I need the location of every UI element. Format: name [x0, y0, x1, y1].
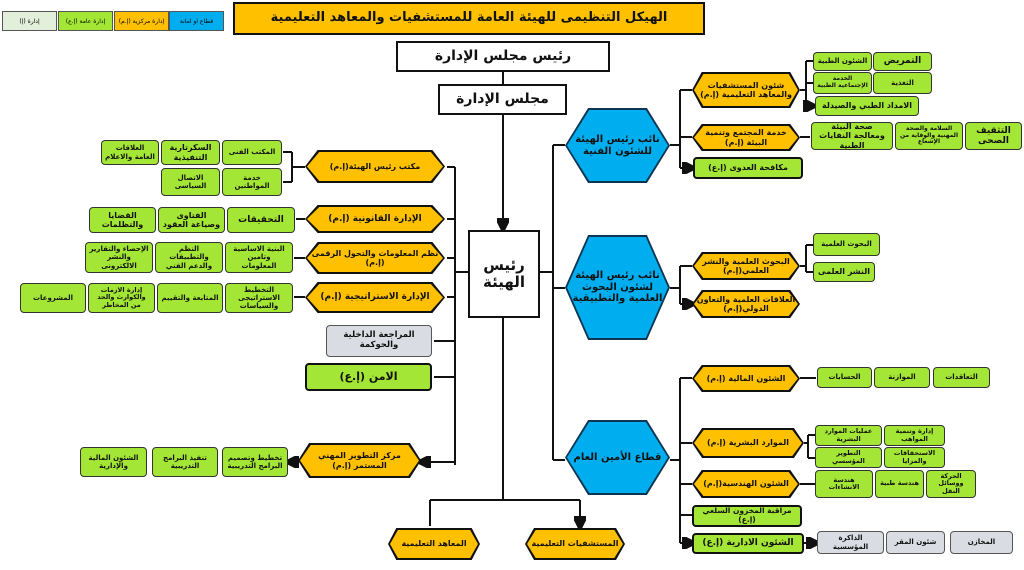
program-execution: تنفيذ البرامج التدريبية [152, 447, 218, 477]
office-label: مكتب رئيس الهيئة(إ.م) [329, 161, 421, 171]
head-box: رئيس الهيئة [468, 230, 540, 318]
vice-research-label: نائب رئيس الهيئة لشئون البحوث العلمية وا… [572, 270, 663, 305]
educational-hospitals: المستشفيات التعليمية [525, 528, 625, 560]
internal-audit: المراجعة الداخلية والحوكمة [326, 325, 432, 357]
hospitals-label: شئون المستشفيات والمعاهد التعليمية (إ.م) [700, 80, 792, 99]
research-label: البحوث العلمية والنشر العلمي(إ.م) [702, 256, 790, 275]
security: الامن (إ.ع) [305, 363, 432, 391]
contracts: التعاقدات [933, 367, 990, 388]
general-secretary-sector: قطاع الأمين العام [565, 420, 670, 495]
inventory-control: مراقبة المخزون السلعي (إ.ع) [692, 505, 802, 527]
nursing: التمريض [873, 52, 932, 71]
vice-medical-label: نائب رئيس الهيئة للشئون الفنية [575, 134, 660, 157]
publishing: النشر العلمى [813, 262, 875, 282]
social-service: الخدمة الإجتماعية الطبية [813, 72, 872, 94]
administrative-affairs: الشئون الادارية (إ.ع) [692, 533, 804, 554]
engineering-label: الشئون الهندسية(إ.م) [703, 479, 789, 489]
strategic-management: الإدارة الاستراتيجية (إ.م) [305, 282, 445, 313]
hr-operations: عمليات الموارد البشرية [815, 425, 882, 446]
engineering-affairs: الشئون الهندسية(إ.م) [692, 470, 800, 498]
vice-medical-sector: نائب رئيس الهيئة للشئون الفنية [565, 108, 670, 183]
head-office: مكتب رئيس الهيئة(إ.م) [305, 150, 445, 183]
health-education: التثقيف الصحى [965, 122, 1022, 150]
hospitals-bottom-label: المستشفيات التعليمية [531, 539, 619, 549]
page-title: الهيكل التنظيمى للهيئة العامة للمستشفيات… [233, 2, 705, 35]
vice-research-sector: نائب رئيس الهيئة لشئون البحوث العلمية وا… [565, 235, 670, 340]
hospitals-affairs: شئون المستشفيات والمعاهد التعليمية (إ.م) [692, 72, 800, 108]
systems-applications: النظم والتطبيقات والدعم الفني [155, 242, 223, 273]
institutes-label: المعاهد التعليمية [401, 539, 467, 549]
investigations: التحقيقات [227, 207, 295, 233]
it-label: نظم المعلومات والتحول الرقمى (إ.م) [311, 248, 439, 267]
professional-development-center: مركز التطوير المهني المستمر (إ.م) [298, 443, 421, 478]
crisis-management: إدارة الازمات والكوارث والحد من المخاطر [88, 283, 155, 313]
program-design: تخطيط وتصميم البرامج التدريبية [222, 447, 288, 477]
technical-office: المكتب الفنى [222, 140, 282, 165]
strategy-label: الإدارة الاستراتيجية (إ.م) [320, 292, 430, 303]
projects: المشروعات [20, 283, 86, 313]
strategic-planning: التخطيط الاستراتيجى والسياسات [225, 283, 293, 313]
statistics-reports: الإحصاء والتقارير والنشر الالكترونى [85, 242, 153, 273]
medical-affairs: الشئون الطبية [813, 52, 872, 71]
citizen-service: خدمة المواطنين [222, 168, 282, 196]
legend-department: إدارة (إ) [2, 11, 57, 31]
legend-sector: قطاع او امانة [169, 11, 224, 31]
legend-general-department: إدارة عامة (إ.ع) [58, 11, 113, 31]
relations-label: العلاقات العلمية والتعاون الدولي(إ.م) [696, 294, 796, 313]
environmental-health: صحة البيئة ومعالجة النفايات الطبية [811, 122, 893, 150]
board-chair-box: رئيس مجلس الإدارة [396, 41, 610, 72]
scientific-relations: العلاقات العلمية والتعاون الدولي(إ.م) [692, 290, 800, 318]
budget: الموازنة [874, 367, 930, 388]
human-resources: الموارد البشرية (إ.م) [692, 428, 804, 458]
general-sector-label: قطاع الأمين العام [573, 451, 662, 463]
educational-institutes: المعاهد التعليمية [388, 528, 480, 560]
scientific-research: البحوث العلمية والنشر العلمي(إ.م) [692, 252, 800, 280]
board-box: مجلس الإدارة [438, 84, 567, 115]
benefits: الاستحقاقات والمزايا [884, 447, 945, 468]
institutional-development: التطوير المؤسسي [815, 447, 882, 468]
political-communication: الاتصال السياسى [161, 168, 220, 196]
infrastructure: البنية الاساسية وتامين المعلومات [225, 242, 293, 273]
headquarters-affairs: شئون المقر [886, 531, 945, 554]
transport: الحركة ووسائل النقل [926, 470, 976, 498]
legend-central-department: إدارة مركزية (إ.م) [114, 11, 169, 31]
talent-management: إدارة وتنمية المواهب [884, 425, 945, 446]
hr-label: الموارد البشرية (إ.م) [706, 438, 790, 448]
research-sub: البحوث العلمية [813, 233, 880, 256]
accounts: الحسابات [817, 367, 872, 388]
community-label: خدمة المجتمع وتنمية البيئة (إ.م) [705, 128, 787, 147]
information-systems: نظم المعلومات والتحول الرقمى (إ.م) [305, 242, 445, 274]
occupational-safety: السلامة والصحة المهنية والوقاية من الإشع… [895, 122, 963, 150]
monitoring-evaluation: المتابعة والتقييم [157, 283, 223, 313]
training-finance-admin: الشئون المالية والإدارية [80, 447, 147, 477]
financial-affairs: الشئون المالية (إ.م) [692, 365, 800, 392]
public-relations: العلاقات العامة والاعلام [101, 140, 159, 165]
legal-opinions: الفتاوى وصياغة العقود [158, 207, 225, 233]
nutrition: التغذية [873, 72, 932, 94]
medical-engineering: هندسة طبية [875, 470, 924, 498]
institutional-memory: الذاكرة المؤسسية [817, 531, 884, 554]
legal-label: الإدارة القانونية (إ.م) [328, 213, 422, 224]
construction-engineering: هندسة الانشاءات [815, 470, 873, 498]
medical-supply: الامداد الطبي والصيدلة [815, 96, 919, 116]
infection-control: مكافحة العدوى (إ.ع) [693, 157, 803, 179]
community-service: خدمة المجتمع وتنمية البيئة (إ.م) [692, 124, 800, 151]
lawsuits: القضايا والتظلمات [89, 207, 156, 233]
finance-label: الشئون المالية (إ.م) [706, 373, 786, 383]
training-label: مركز التطوير المهني المستمر (إ.م) [318, 451, 401, 470]
executive-secretariat: السكرتارية التنفيذية [161, 140, 220, 165]
warehouses: المخازن [950, 531, 1013, 554]
legal-department: الإدارة القانونية (إ.م) [305, 205, 445, 233]
